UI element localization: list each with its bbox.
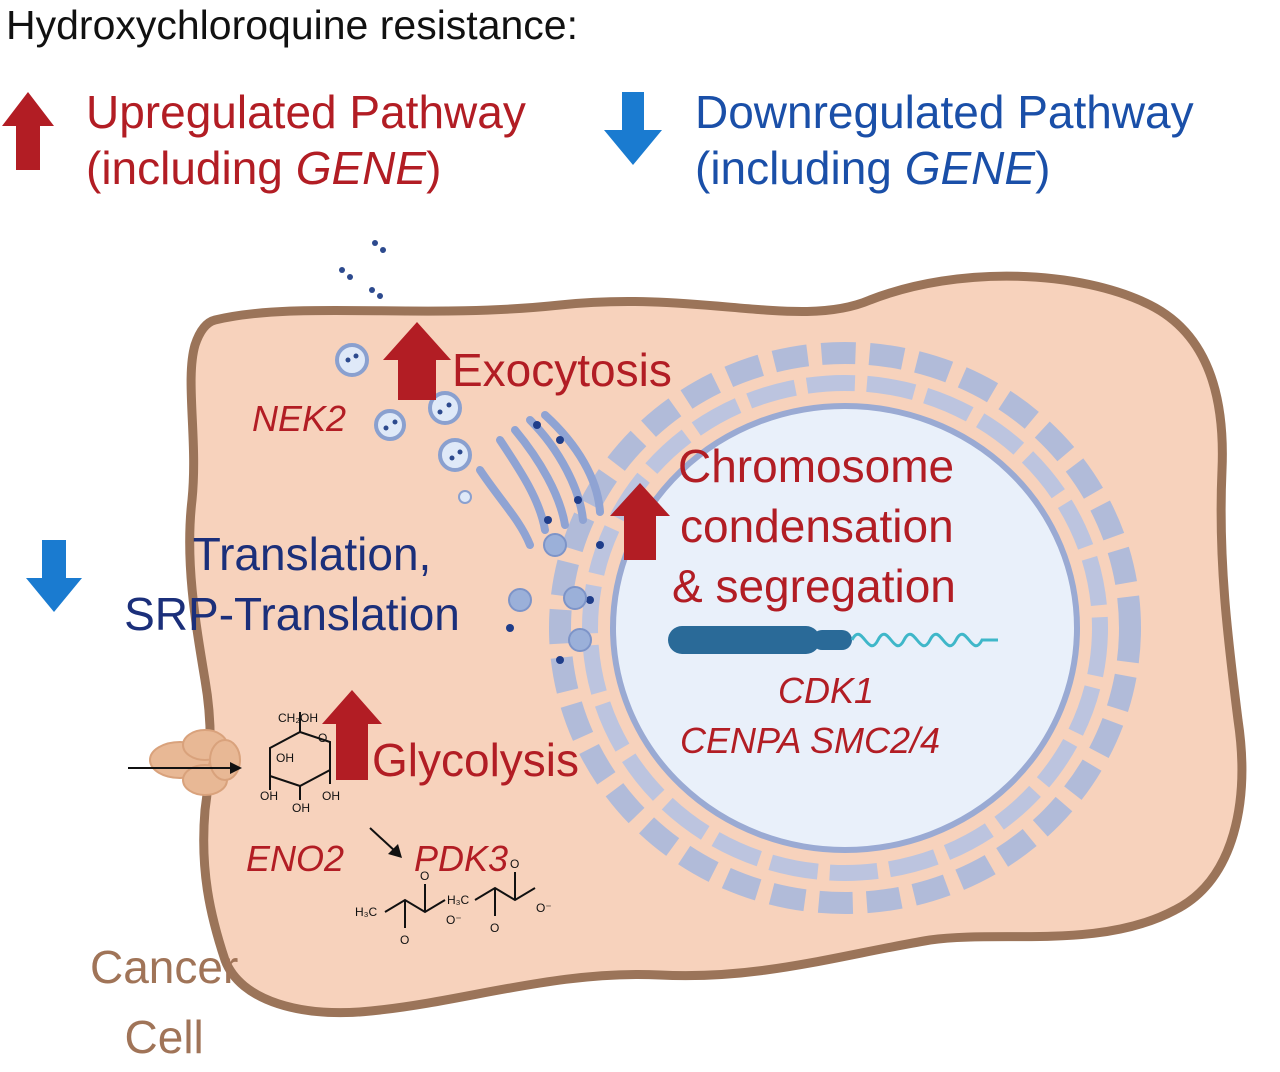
pyruvate-1 bbox=[384, 884, 446, 928]
glucose-oh-3: OH bbox=[322, 789, 340, 803]
ribosome-clusters bbox=[508, 533, 592, 652]
secreted-particles bbox=[339, 240, 463, 461]
legend-down-gene: GENE bbox=[904, 142, 1036, 194]
nucleus bbox=[610, 403, 1080, 853]
diagram-title: Hydroxychloroquine resistance: bbox=[6, 2, 578, 48]
eno2-pdk3-arrow bbox=[369, 827, 397, 853]
pyruvate-2-o-top: O bbox=[510, 857, 519, 871]
pyruvate-2-o-minus: O⁻ bbox=[536, 901, 552, 915]
legend-up-line2: (including GENE) bbox=[86, 140, 526, 196]
glucose-molecule bbox=[269, 712, 331, 800]
pathway-translation-line1: Translation, bbox=[192, 528, 432, 580]
nuclear-envelope-outer bbox=[549, 342, 1141, 914]
legend-down-arrow-icon bbox=[604, 92, 662, 165]
cell-diagram: CH₂OH O OH OH OH OH H₃C O O O⁻ H₃C O O O… bbox=[2, 92, 1247, 1017]
gene-pdk3: PDK3 bbox=[414, 838, 509, 879]
pyruvate-2-o-bottom: O bbox=[490, 921, 499, 935]
legend-downregulated: Downregulated Pathway (including GENE) bbox=[695, 84, 1194, 196]
pathway-glycolysis: Glycolysis bbox=[372, 734, 580, 786]
legend-up-suffix: ) bbox=[426, 142, 442, 194]
legend-down-suffix: ) bbox=[1035, 142, 1051, 194]
glucose-o: O bbox=[318, 731, 327, 745]
translation-down-arrow-icon bbox=[26, 540, 82, 612]
glucose-oh-4: OH bbox=[276, 751, 294, 765]
pathway-chromosome: Chromosome condensation & segregation bbox=[672, 436, 956, 616]
chromosome-up-arrow-icon bbox=[610, 483, 670, 560]
cancer-cell-label: Cancer Cell bbox=[90, 932, 238, 1072]
pyruvate-1-h3c: H₃C bbox=[355, 905, 378, 919]
pathway-translation-line2: SRP-Translation bbox=[124, 588, 460, 640]
gene-nek2: NEK2 bbox=[252, 398, 347, 439]
pyruvate-1-o-minus: O⁻ bbox=[446, 913, 462, 927]
pathway-chromosome-line1: Chromosome bbox=[678, 440, 955, 492]
legend-up-line1: Upregulated Pathway bbox=[86, 86, 526, 138]
pathway-translation: Translation, SRP-Translation bbox=[96, 524, 488, 644]
vesicles bbox=[335, 343, 472, 504]
pyruvate-1-o-top: O bbox=[420, 869, 429, 883]
pathway-exocytosis: Exocytosis bbox=[452, 344, 672, 396]
legend-down-line2: (including GENE) bbox=[695, 140, 1194, 196]
gene-cdk1: CDK1 bbox=[778, 670, 875, 711]
glucose-oh-1: OH bbox=[260, 789, 278, 803]
gene-cenpa-smc: CENPA SMC2/4 bbox=[680, 720, 941, 761]
cancer-cell-line2: Cell bbox=[124, 1011, 204, 1063]
chromosome bbox=[668, 626, 998, 654]
legend-upregulated: Upregulated Pathway (including GENE) bbox=[86, 84, 526, 196]
uptake-arrowhead bbox=[230, 762, 242, 774]
exocytosis-up-arrow-icon bbox=[383, 322, 451, 400]
eno2-pdk3-arrowhead bbox=[388, 844, 402, 858]
cancer-cell-line1: Cancer bbox=[90, 941, 239, 993]
glucose-ch2oh: CH₂OH bbox=[278, 711, 318, 725]
golgi-apparatus bbox=[476, 411, 604, 549]
glycolysis-up-arrow-icon bbox=[322, 690, 382, 780]
legend-down-prefix: (including bbox=[695, 142, 905, 194]
pathway-chromosome-line2: condensation bbox=[680, 500, 954, 552]
glucose-oh-2: OH bbox=[292, 801, 310, 815]
glucose-transporter bbox=[149, 729, 241, 796]
pyruvate-1-o-bottom: O bbox=[400, 933, 409, 947]
pyruvate-2 bbox=[474, 872, 536, 916]
pathway-chromosome-line3: & segregation bbox=[672, 560, 956, 612]
legend-up-gene: GENE bbox=[295, 142, 427, 194]
pyruvate-2-h3c: H₃C bbox=[447, 893, 470, 907]
gene-eno2: ENO2 bbox=[246, 838, 345, 879]
legend-down-line1: Downregulated Pathway bbox=[695, 86, 1194, 138]
legend-up-prefix: (including bbox=[86, 142, 296, 194]
nuclear-envelope-mid bbox=[582, 375, 1108, 881]
legend-up-arrow-icon bbox=[2, 92, 54, 170]
